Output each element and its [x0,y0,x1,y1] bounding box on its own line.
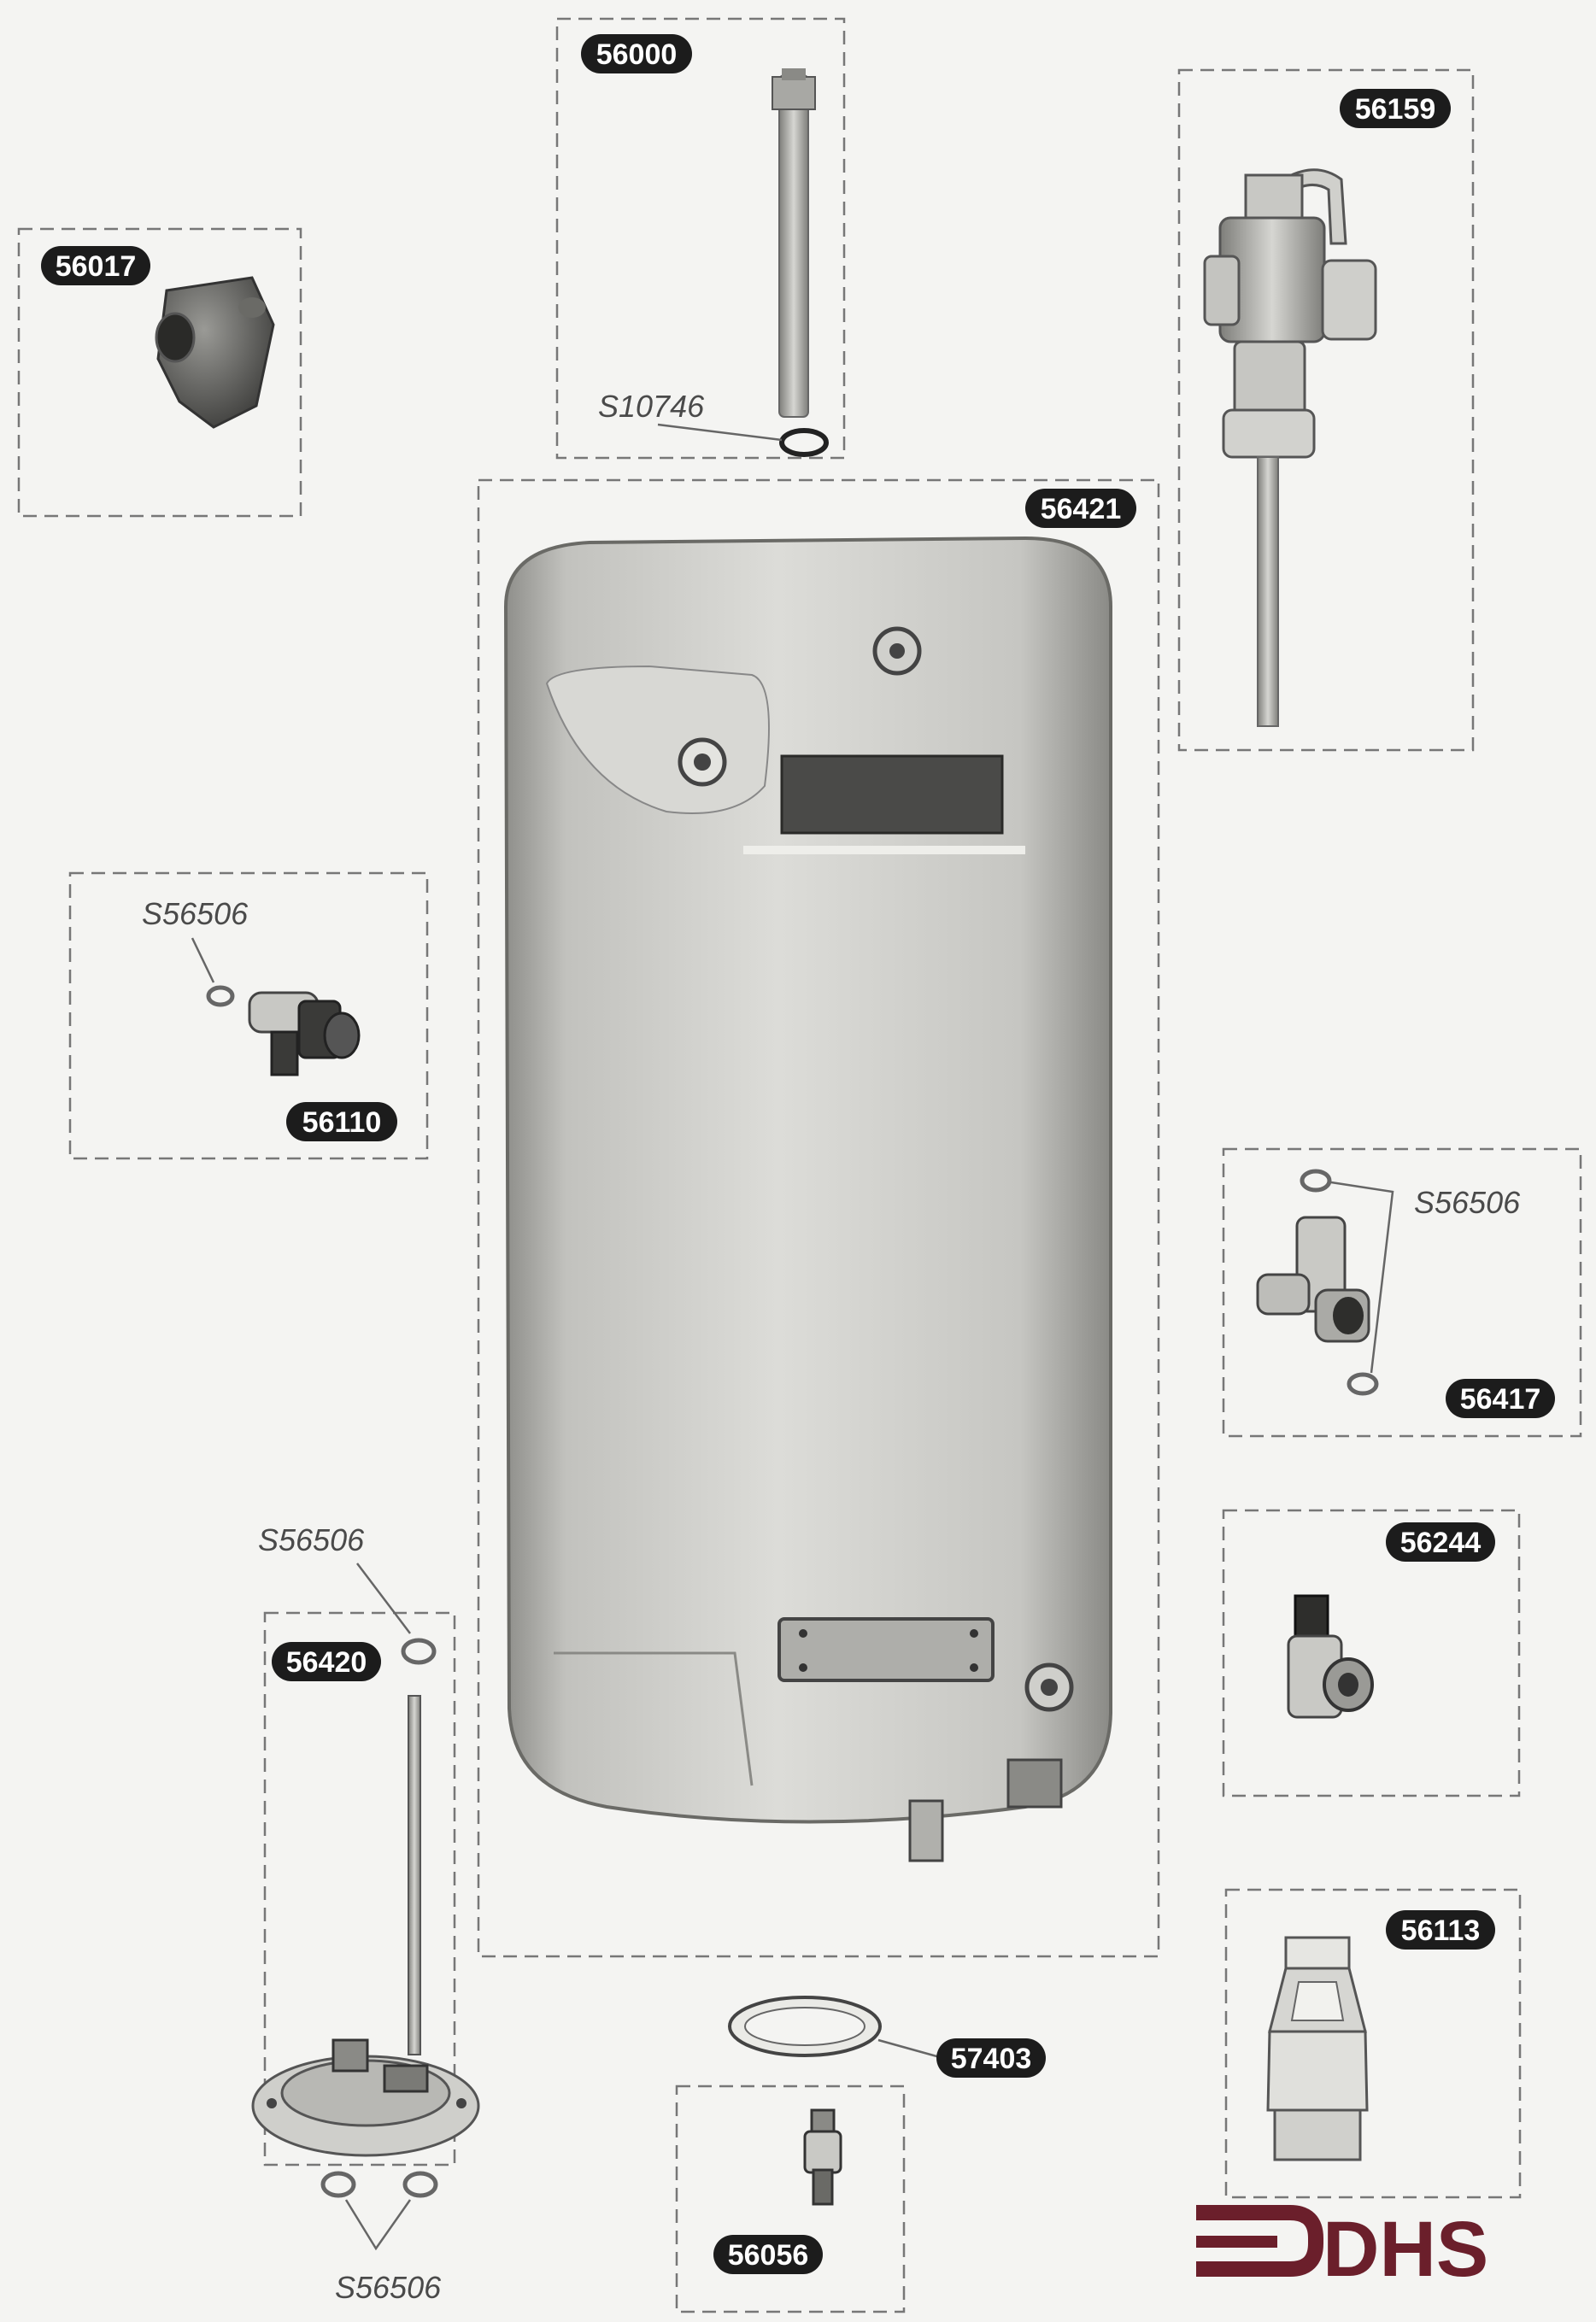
part-badge-56056[interactable]: 56056 [713,2235,823,2274]
part-badge-56000[interactable]: 56000 [581,34,692,73]
brand-name: DHS [1323,2206,1488,2293]
relief-valve-image [1203,168,1377,727]
leader-line [356,1563,411,1634]
part-56417-group: S56506 56417 [1222,1147,1582,1438]
ref-label-s56506-c: S56506 [258,1522,365,1557]
part-box-56421 [477,478,1160,1958]
anode-rod-image [772,68,816,418]
part-56420-group: S56506 56420 S56506 [251,1522,480,2305]
leader-line [877,2038,941,2059]
part-56056-group: 56056 [675,2085,906,2313]
tee-fitting-56417-image [1256,1216,1370,1343]
washer-icon [1347,1372,1379,1396]
ref-label-s56506-b: S56506 [1414,1185,1521,1220]
part-56000-group: 56000 S10746 [555,17,846,460]
washer-icon [1300,1169,1332,1193]
dhs-logo: DHS [1196,2205,1488,2293]
part-number-56244: 56244 [1400,1527,1482,1559]
part-57403-group: 57403 [728,1996,1046,2078]
part-badge-56159[interactable]: 56159 [1340,89,1451,128]
washer-icon [401,1638,437,1665]
part-56017-group: 56017 [17,227,302,518]
tank-body-image [503,536,1112,1862]
part-56113-group: 56113 [1224,1888,1522,2199]
part-number-56421: 56421 [1041,493,1122,525]
part-number-56420: 56420 [286,1646,367,1679]
part-56159-group: 56159 [1177,68,1475,752]
washer-s10746-icon [779,428,829,457]
part-box-56017 [17,227,302,518]
part-number-56113: 56113 [1401,1914,1481,1947]
part-box-56110 [68,871,429,1160]
leader-line [1330,1181,1394,1374]
part-box-56244 [1222,1509,1521,1797]
part-number-56417: 56417 [1460,1383,1541,1416]
washer-icon [206,985,235,1007]
part-number-56110: 56110 [302,1106,382,1139]
part-number-56017: 56017 [56,250,137,283]
part-56110-group: S56506 56110 [68,871,429,1160]
part-badge-56420[interactable]: 56420 [272,1642,381,1681]
part-box-56159 [1177,68,1475,752]
part-badge-56017[interactable]: 56017 [41,246,150,285]
ref-label-s56506-d: S56506 [335,2270,442,2305]
washer-icon [402,2171,438,2198]
leader-line [657,423,783,442]
part-badge-56244[interactable]: 56244 [1386,1522,1495,1562]
part-box-56420 [263,1611,456,2167]
part-badge-56417[interactable]: 56417 [1446,1379,1555,1418]
part-56244-group: 56244 [1222,1509,1521,1797]
heating-element-image [251,1695,480,2157]
ref-label-s56506-a: S56506 [142,896,249,931]
part-box-56056 [675,2085,906,2313]
washer-icon [320,2171,356,2198]
part-number-56000: 56000 [596,38,678,71]
part-56421-group: 56421 [477,478,1160,1958]
part-number-56159: 56159 [1355,93,1436,126]
sensor-56056-image [803,2108,842,2206]
part-box-56113 [1224,1888,1522,2199]
ref-label-s10746: S10746 [598,389,705,424]
part-badge-57403[interactable]: 57403 [936,2038,1046,2078]
leader-line [344,2199,412,2251]
fitting-56113-image [1266,1936,1369,2161]
valve-56244-image [1287,1594,1374,1719]
fitting-56110-image [248,991,361,1076]
part-number-56056: 56056 [728,2239,809,2272]
leader-line [191,937,215,983]
part-badge-56110[interactable]: 56110 [286,1102,397,1141]
part-number-57403: 57403 [951,2043,1032,2075]
part-badge-56421[interactable]: 56421 [1025,489,1136,528]
part-badge-56113[interactable]: 56113 [1386,1910,1495,1950]
fitting-56017-image [155,276,275,429]
part-box-56417 [1222,1147,1582,1438]
